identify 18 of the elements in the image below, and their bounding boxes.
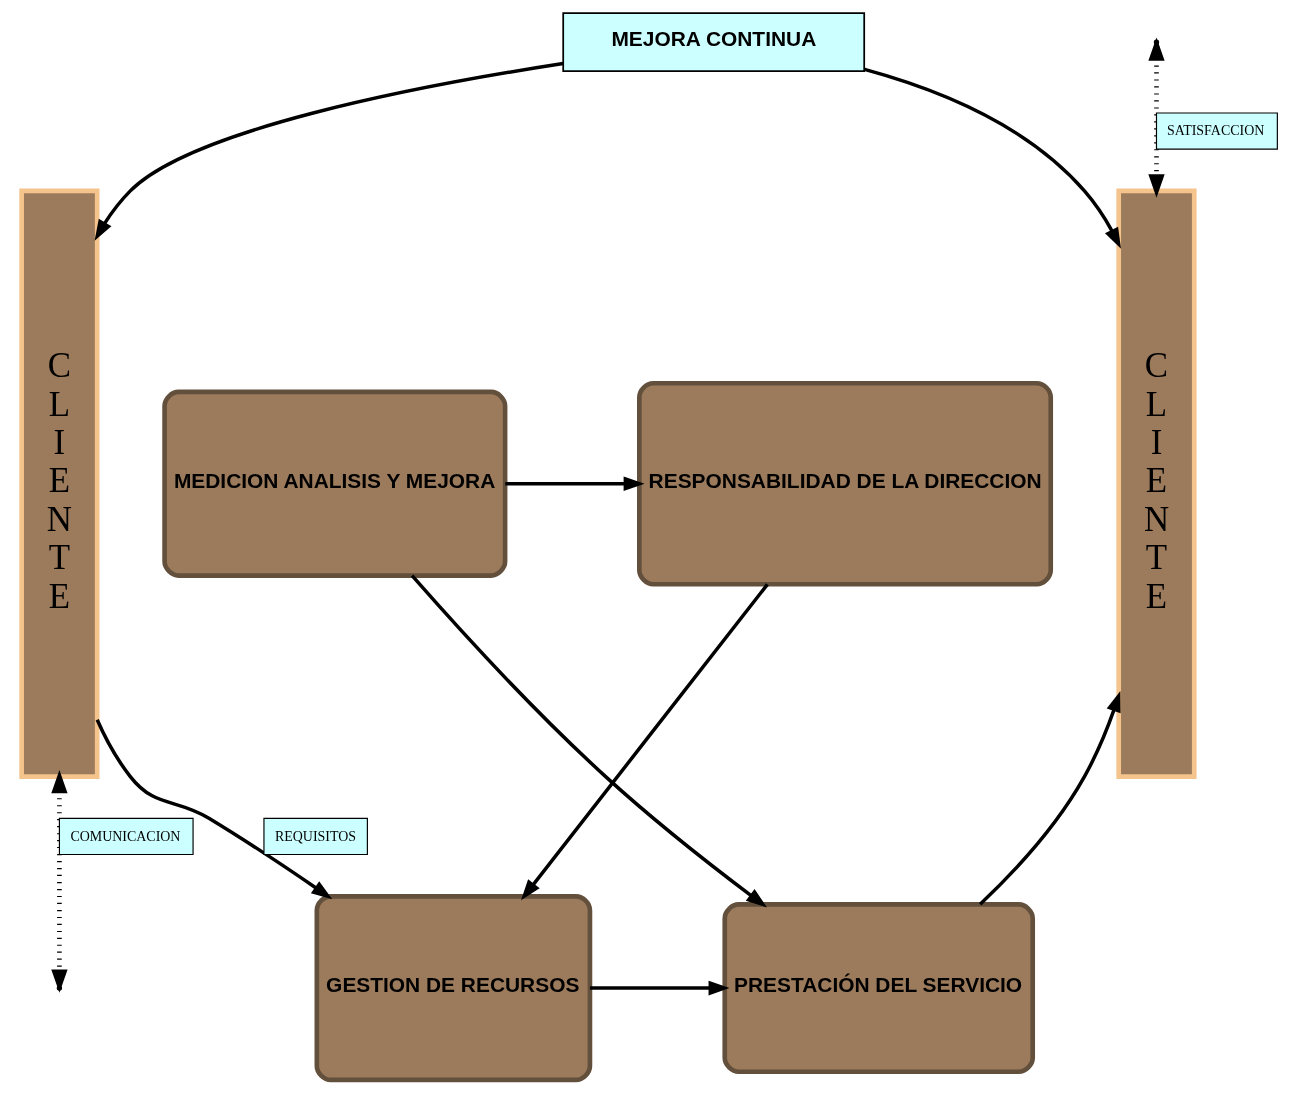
arrow bbox=[504, 476, 645, 492]
arrow bbox=[95, 719, 332, 900]
edge-label: COMUNICACION bbox=[69, 828, 180, 844]
node-box: MEDICION ANALISIS Y MEJORA bbox=[161, 389, 507, 578]
arrow bbox=[94, 61, 563, 241]
edge-label: SATISFACCION bbox=[1166, 123, 1264, 139]
node-box: MEJORA CONTINUA bbox=[561, 12, 865, 73]
edge-label: REQUISITOS bbox=[274, 828, 356, 844]
arrow bbox=[978, 691, 1121, 906]
node-box: RESPONSABILIDAD DE LA DIRECCION bbox=[636, 380, 1053, 587]
node-box: PRESTACIÓN DEL SERVICIO bbox=[721, 902, 1035, 1075]
node-box: C L I E N T E bbox=[1115, 188, 1197, 779]
node-box: GESTION DE RECURSOS bbox=[314, 894, 592, 1083]
arrow bbox=[410, 574, 767, 908]
arrow bbox=[520, 583, 769, 901]
arrow bbox=[589, 980, 730, 996]
node-box: C L I E N T E bbox=[18, 188, 99, 779]
arrow bbox=[863, 67, 1121, 249]
